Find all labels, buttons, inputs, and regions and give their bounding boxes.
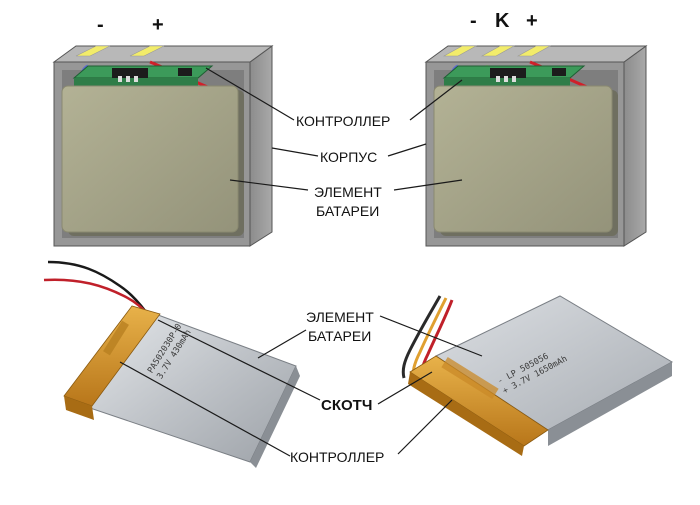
label-element-top-line1: ЭЛЕМЕНТ	[314, 184, 382, 200]
label-element-top-line2: БАТАРЕИ	[316, 203, 380, 219]
terminal-k-right: K	[495, 10, 510, 32]
controller-board-left	[72, 60, 216, 95]
battery-cell-right	[433, 85, 618, 236]
label-controller-bottom: КОНТРОЛЛЕР	[290, 449, 385, 465]
label-element-bottom-line2: БАТАРЕИ	[308, 328, 372, 344]
label-controller-top: КОНТРОЛЛЕР	[296, 113, 391, 129]
pouch-cell-left	[43, 260, 300, 468]
terminal-minus-right: -	[470, 10, 477, 32]
battery-cell-left	[61, 85, 244, 236]
label-case: КОРПУС	[320, 149, 378, 165]
leader-lines	[119, 67, 483, 457]
label-element-bottom-line1: ЭЛЕМЕНТ	[306, 309, 374, 325]
terminal-minus-left: -	[97, 14, 104, 36]
terminal-plus-left: +	[152, 14, 164, 36]
terminal-plus-right: +	[526, 10, 538, 32]
pouch-cell-right	[401, 295, 674, 456]
label-tape: СКОТЧ	[321, 397, 373, 414]
